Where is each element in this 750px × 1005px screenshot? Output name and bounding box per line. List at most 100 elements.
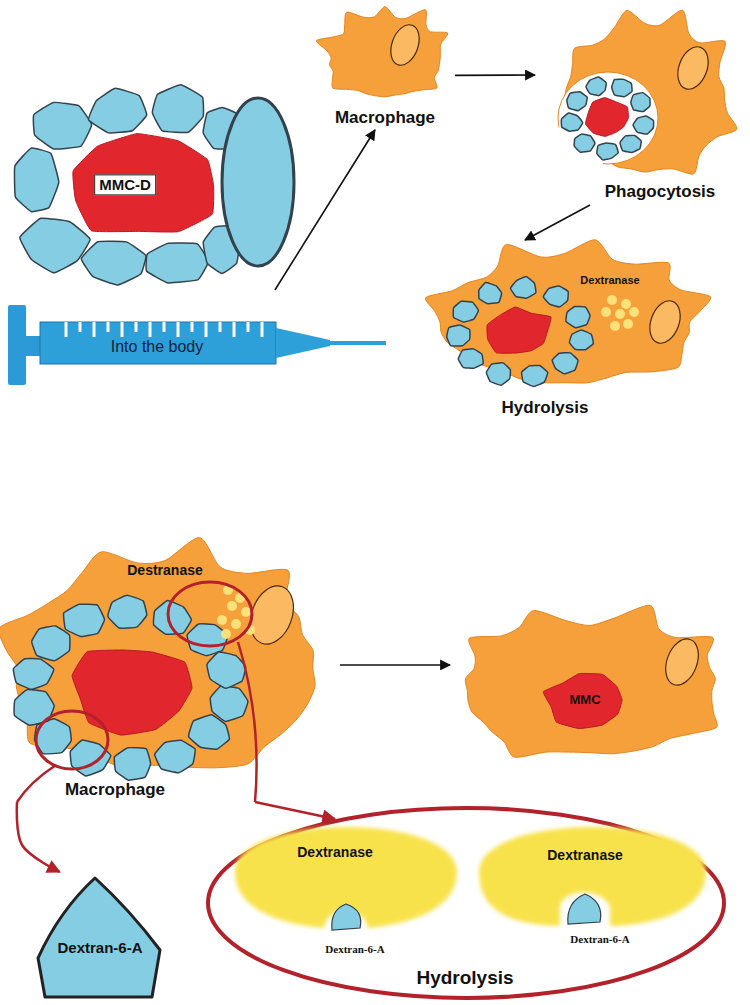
dextran-cell [569,330,593,350]
dextran-cell [633,116,654,134]
callout-arrow [17,802,60,872]
syringe: Into the body [5,300,390,390]
syringe-drawing [8,305,386,385]
dextran-cell [20,218,90,273]
callout-circle [36,711,108,769]
dextran-fragment [38,878,160,997]
dextran-cell [620,135,641,152]
dextran-cell [88,88,146,133]
dextran-cell [32,626,70,661]
dextran-cell [486,363,510,385]
dextran-cell [210,686,248,722]
dextran-cell [108,595,147,628]
dextran-fragment: Dextran-6-A [35,872,165,1002]
dextran-cell [566,306,590,327]
leader-line [238,642,257,802]
drug-name: MMC-D [94,174,156,195]
drug-cluster: MMC-D [15,95,300,290]
enzyme-dot [231,619,241,629]
scale-tick [233,322,236,337]
dextran-fragment [568,894,601,924]
callout-circle [168,582,252,646]
dextran-cell [81,241,146,285]
enzyme-shape: Dextranase [232,818,460,930]
dextran-cell [631,93,650,112]
macrophage-cell: DestranaseMacrophage [0,540,340,802]
scale-tick [191,322,194,332]
enzyme-dot [221,629,231,639]
scale-tick [163,322,166,332]
enzyme-dot [227,601,237,611]
phagocytosis-cell: Phagocytosis [535,5,745,205]
macrophage-cell: Macrophage [320,0,455,130]
dextran-cell [207,652,246,688]
fragment-label: Dextran-6-A [57,939,142,956]
hydrolysis-cell: DextranaseHydrolysis [425,240,710,420]
dextran-cell [152,85,203,133]
scale-tick [79,322,82,332]
dextran-cell [187,624,228,656]
enzyme-dot [621,299,631,309]
flow-arrow [525,205,590,240]
dextran-cell [13,659,53,690]
macrophage-body [316,7,447,97]
dextran-cell [612,79,632,96]
drug-core [487,307,551,353]
syringe-needle [330,341,386,345]
drug-core [72,650,192,735]
macrophage-body [465,605,717,757]
scale-tick [247,322,250,332]
scale-tick [135,322,138,332]
cell-nucleus [672,43,713,94]
dextran-cell [114,748,150,781]
cell-label: Macrophage [65,780,165,800]
macrophage-body [564,10,737,174]
enzyme-label: Destranase [127,562,203,578]
dextran-cell [155,740,196,772]
scale-tick [107,322,110,332]
enzyme-shape: Dextranase [476,818,708,930]
enzyme-dot [615,309,625,319]
scale-tick [205,322,208,337]
macrophage-cell: MMC [450,615,730,765]
dextran-cell [586,77,606,96]
drug-core [73,134,214,232]
macrophage-body [0,538,315,768]
step-label: Hydrolysis [502,398,589,418]
fragment-label: Dextran-6-A [570,933,629,946]
dextran-cell [522,365,548,386]
callout-ellipse [208,808,724,998]
cell-nucleus [386,21,425,69]
syringe-tip [276,328,330,358]
dextran-cell [222,98,294,266]
enzyme-dot [623,319,633,329]
cell-label: Macrophage [335,108,435,128]
flow-arrow [275,130,375,290]
dextran-cell [561,113,582,131]
syringe-label: Into the body [111,338,204,356]
leader-line [17,765,56,802]
flow-arrow [455,74,535,76]
scale-tick [65,322,68,337]
flow-arrow [340,664,450,666]
drug-name: MMC [569,693,600,708]
dextran-cell [453,301,478,322]
dextran-cell [552,353,578,374]
dextran-cell [511,277,536,299]
syringe-handle [8,305,26,385]
drug-core [543,673,622,728]
scale-tick [149,322,152,337]
dextran-cell [479,283,502,304]
enzyme-dot [217,615,227,625]
dextran-fragment [332,904,361,930]
drug-core [586,98,629,137]
dextran-cell [567,92,587,111]
syringe-barrel [40,322,276,364]
dextran-cell [458,349,483,368]
enzyme-label: Dextranase [547,847,623,863]
dextran-cell [64,604,105,636]
